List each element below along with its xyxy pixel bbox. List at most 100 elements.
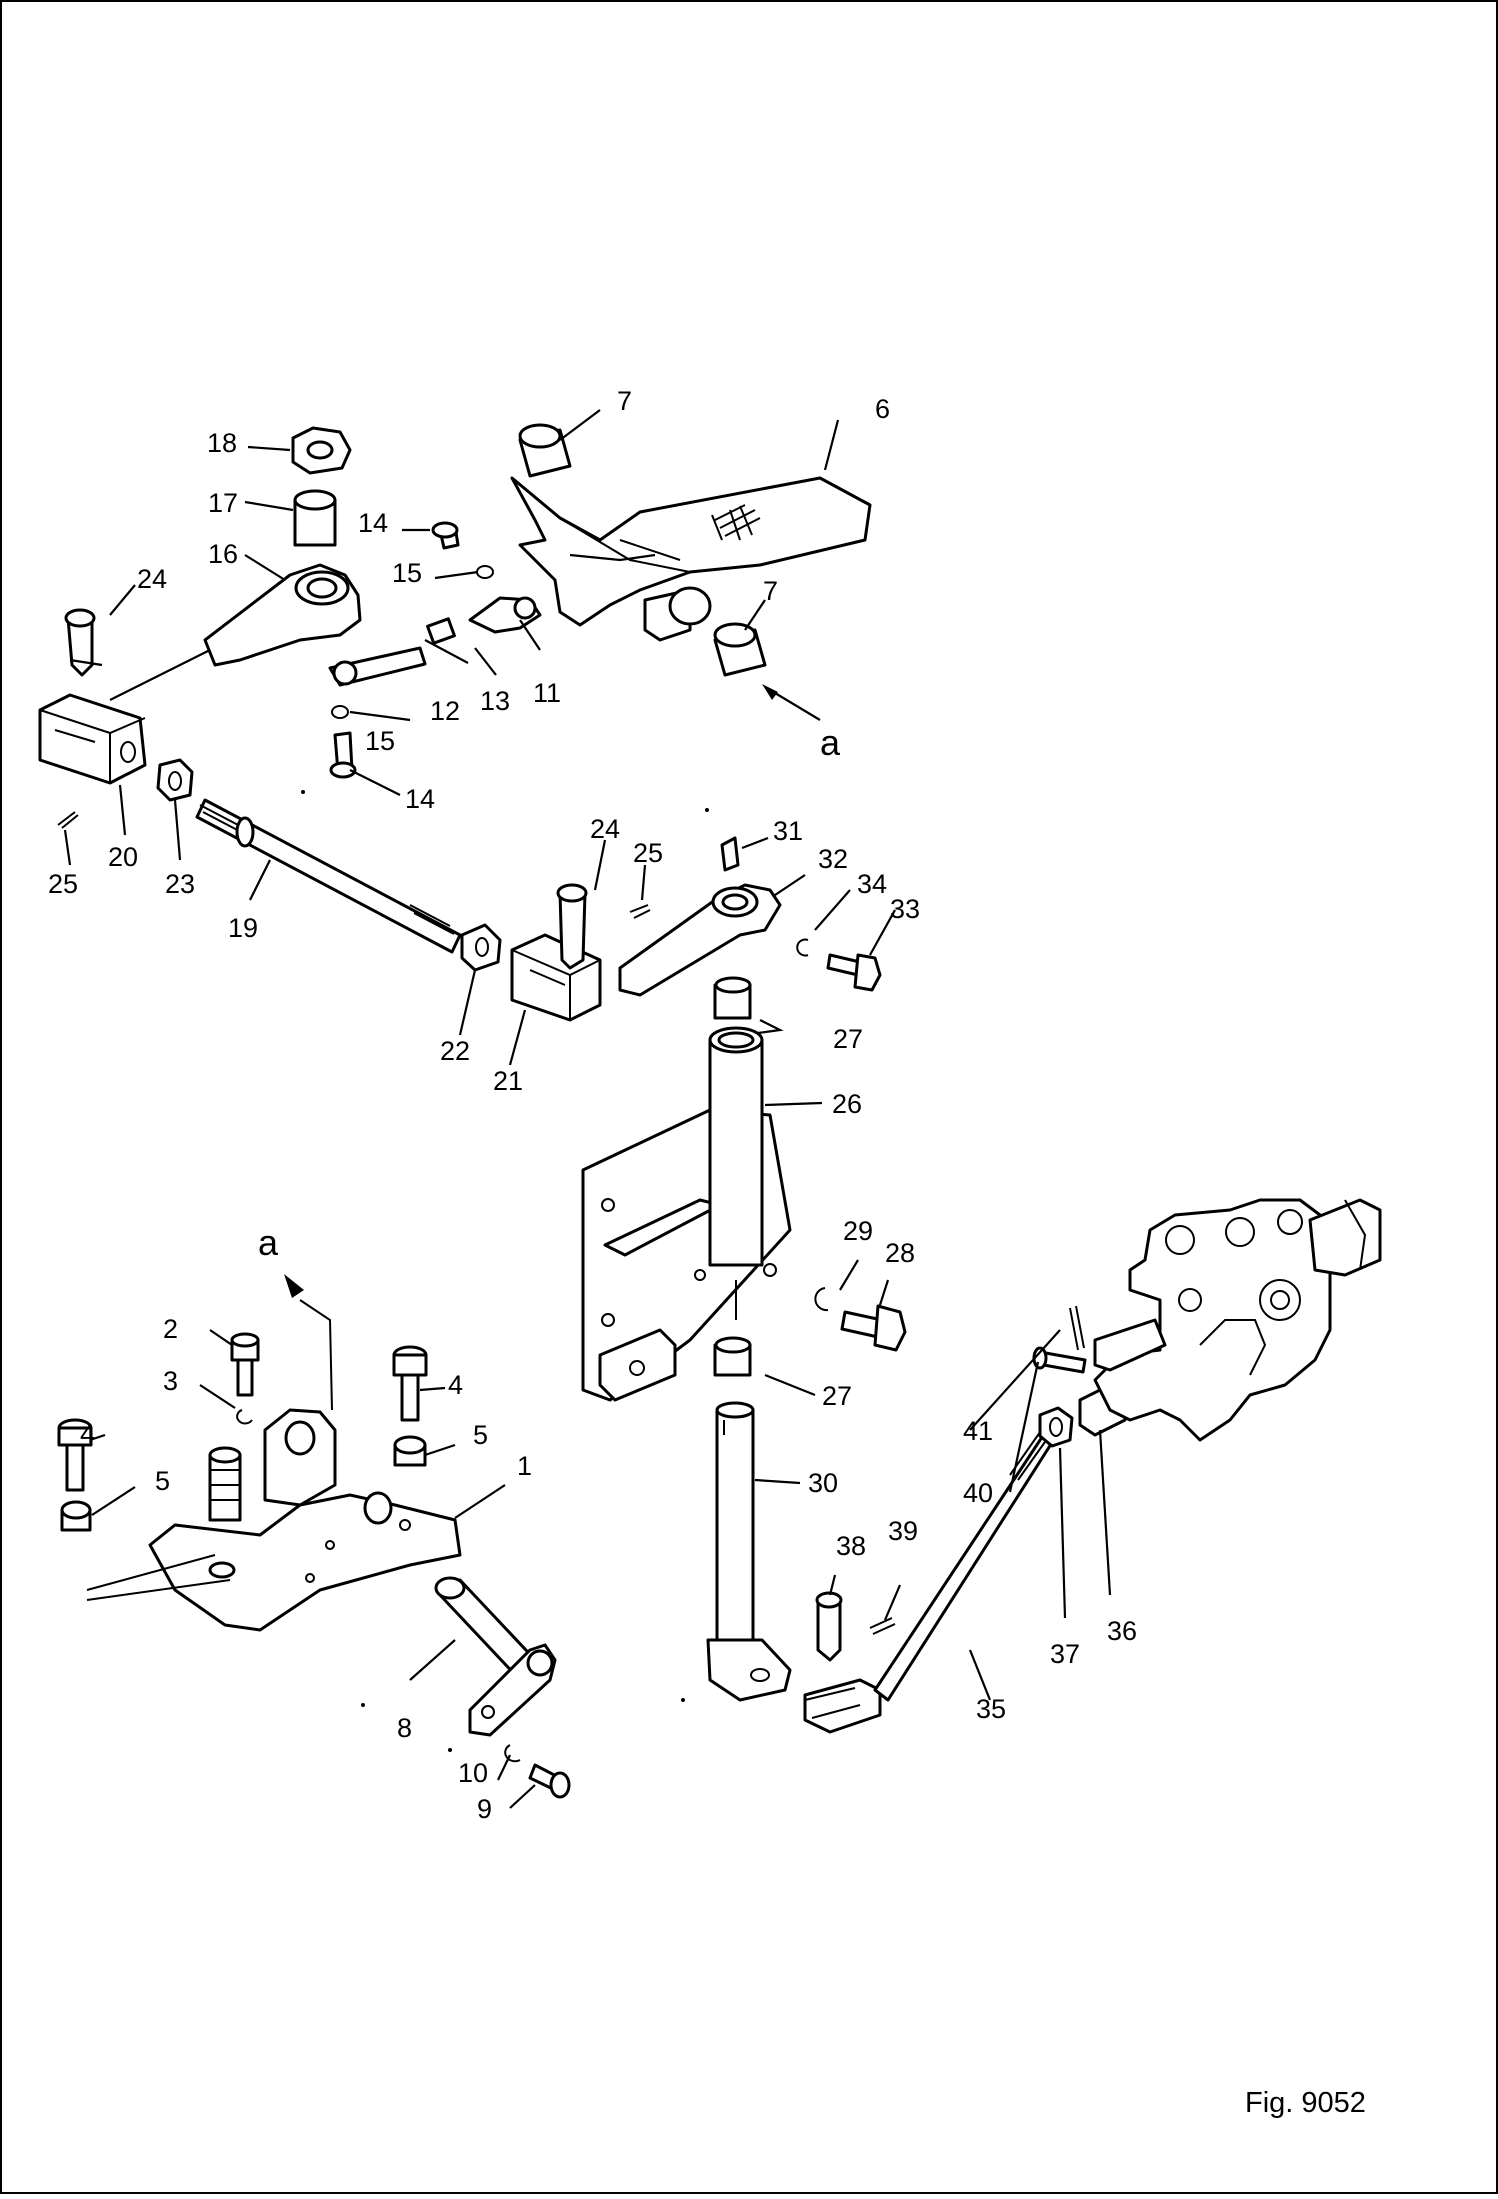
scan-dots (301, 790, 709, 1752)
callout-8: 8 (397, 1713, 412, 1743)
bolt-33-part (826, 953, 882, 992)
view-a-arrow-upper (762, 684, 778, 700)
pin-24-upper-part (64, 608, 96, 677)
cotter-41-part (1069, 1305, 1085, 1351)
callout-3: 3 (163, 1366, 178, 1396)
callout-15-lower: 15 (365, 726, 395, 756)
nut-37-part (1038, 1406, 1074, 1448)
callout-14-upper: 14 (358, 508, 388, 538)
nut-22-part (460, 923, 502, 972)
callout-numbers: 1 2 3 4 4 5 5 6 7 7 8 9 10 11 12 13 14 1… (48, 386, 1137, 1824)
pedal-part (510, 476, 872, 642)
bolt-28-part (840, 1304, 907, 1352)
bolt-2-part (230, 1332, 260, 1397)
leader-lines (63, 409, 1112, 1809)
callout-7-upper: 7 (617, 386, 632, 416)
callout-37: 37 (1050, 1639, 1080, 1669)
bushing-27-upper-part (713, 976, 752, 1020)
callout-29: 29 (843, 1216, 873, 1246)
cotter-39-part (869, 1617, 896, 1635)
callout-15-upper: 15 (392, 558, 422, 588)
callout-25-left: 25 (48, 869, 78, 899)
view-a-arrow-lower (284, 1274, 304, 1298)
washer-3-part (236, 1409, 253, 1425)
figure-label: Fig. 9052 (1245, 2087, 1366, 2119)
callout-41: 41 (963, 1416, 993, 1446)
callout-35: 35 (976, 1694, 1006, 1724)
callout-11: 11 (533, 678, 561, 708)
callout-10: 10 (458, 1758, 488, 1788)
callout-27-upper: 27 (833, 1024, 863, 1054)
callout-5-left: 5 (155, 1466, 170, 1496)
cotter-25-left-part (57, 811, 79, 829)
cotter-25-mid-part (629, 904, 651, 919)
callout-24-lower: 24 (590, 814, 620, 844)
callout-38: 38 (836, 1531, 866, 1561)
bushing-17-part (293, 489, 337, 547)
callout-6: 6 (875, 394, 890, 424)
callout-4-left: 4 (80, 1419, 95, 1449)
bolt-4-left-part (57, 1418, 93, 1492)
callout-19: 19 (228, 913, 258, 943)
callout-23: 23 (165, 869, 195, 899)
callout-39: 39 (888, 1516, 918, 1546)
washer-34-part (796, 938, 809, 957)
washer-5-right-part (393, 1435, 427, 1467)
lever-16-part (203, 563, 362, 667)
callout-14-lower: 14 (405, 784, 435, 814)
view-a-arrow-upper-line (769, 689, 821, 721)
callout-9: 9 (477, 1794, 492, 1824)
callout-21: 21 (493, 1066, 523, 1096)
callout-18: 18 (207, 428, 237, 458)
callout-12: 12 (430, 696, 460, 726)
callout-2: 2 (163, 1314, 178, 1344)
tube-26-part (708, 1026, 764, 1320)
callout-26: 26 (832, 1089, 862, 1119)
key-31-part (720, 836, 740, 872)
rod-end-parts (328, 521, 542, 779)
callout-32: 32 (818, 844, 848, 874)
bracket-1-part (148, 1408, 462, 1632)
callout-28: 28 (885, 1238, 915, 1268)
view-letter-lower: a (258, 1222, 279, 1263)
callout-5-right: 5 (473, 1420, 488, 1450)
pin-40-part (1032, 1346, 1087, 1374)
callout-24-upper: 24 (137, 564, 167, 594)
callout-16: 16 (208, 539, 238, 569)
bushing-lower-part (713, 622, 767, 677)
callout-25-mid: 25 (633, 838, 663, 868)
pin-24-lower-part (556, 883, 588, 970)
bolt-9-part (528, 1763, 571, 1799)
view-a-leader-lower (299, 1299, 333, 1411)
callout-34: 34 (857, 869, 887, 899)
callout-40: 40 (963, 1478, 993, 1508)
callout-17: 17 (208, 488, 238, 518)
rod-35-part (803, 1423, 1062, 1734)
callout-27-lower: 27 (822, 1381, 852, 1411)
callout-36: 36 (1107, 1616, 1137, 1646)
pedal-grip-pattern (711, 504, 761, 541)
bushing-upper-part (518, 423, 572, 478)
bushing-27-lower-part (713, 1336, 752, 1377)
callout-33: 33 (890, 894, 920, 924)
shaft-8-part (434, 1576, 557, 1737)
washer-10-part (504, 1744, 521, 1763)
callout-31: 31 (773, 816, 803, 846)
callout-22: 22 (440, 1036, 470, 1066)
washer-5-left-part (60, 1500, 92, 1532)
clevis-21-part (510, 933, 602, 1022)
washer-29-part (814, 1287, 829, 1312)
nut-23-part (156, 758, 194, 802)
view-letter-upper: a (820, 722, 841, 763)
pin-38-part (815, 1591, 843, 1662)
clevis-20-part (38, 693, 147, 785)
bolt-4-right-part (392, 1345, 428, 1422)
shaft-30-part (706, 1401, 792, 1702)
callout-30: 30 (808, 1468, 838, 1498)
callout-13: 13 (480, 686, 510, 716)
callout-4-right: 4 (448, 1370, 463, 1400)
callout-7-lower: 7 (763, 576, 778, 606)
rod-19-part (195, 798, 462, 954)
